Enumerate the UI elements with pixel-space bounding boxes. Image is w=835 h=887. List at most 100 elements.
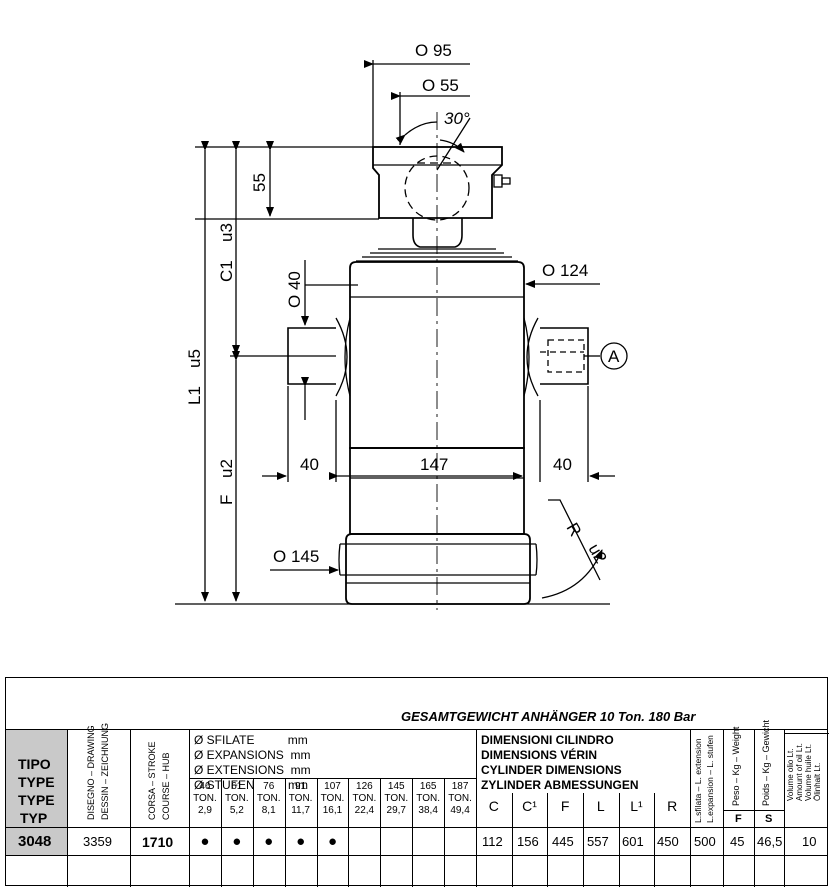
- dim-col-4: L¹: [630, 798, 643, 814]
- dim-col-5: R: [667, 798, 678, 814]
- dim-147: 147: [420, 455, 448, 474]
- diameter-w: 16,1: [322, 805, 343, 816]
- dim-o95: O 95: [415, 41, 452, 60]
- drawing-header-2: DESSIN – ZEICHNUNG: [100, 722, 110, 820]
- drawing-value: 3359: [83, 834, 112, 849]
- stroke-header-1: CORSA – STROKE: [147, 741, 157, 820]
- dim-o55: O 55: [422, 76, 459, 95]
- dim-f: F: [217, 495, 236, 505]
- value-l: 557: [587, 834, 609, 849]
- tipo-value-cell: [6, 828, 67, 855]
- table-title: GESAMTGEWICHT ANHÄNGER 10 Ton. 180 Bar: [401, 709, 696, 724]
- tipo-header-cell: [6, 730, 67, 827]
- diameter-ton: TON.: [256, 793, 281, 804]
- diameter-dot: ●: [327, 833, 338, 850]
- dim-u5: u5: [185, 349, 204, 368]
- callout-a: A: [608, 347, 620, 366]
- dim-angle: 30°: [444, 109, 470, 128]
- tipo-value: 3048: [18, 833, 52, 850]
- diameter-d: 126: [356, 781, 373, 792]
- extension-header-1: L.sfilata – L. extension: [693, 738, 703, 823]
- cylinder-technical-drawing: O 95 O 55 30° 55 C1 u3 O 40 O 124 L1 u5 …: [175, 41, 628, 610]
- diameter-w: 38,4: [418, 805, 438, 816]
- diameter-ton: TON.: [448, 793, 472, 804]
- diameter-d: 145: [387, 781, 405, 792]
- diameter-d: 107: [324, 781, 341, 792]
- diameter-dot: ●: [232, 833, 242, 850]
- sfilate-header-3: Ø EXTENSIONS mm: [194, 763, 311, 777]
- diameter-dot: ●: [296, 833, 306, 850]
- dim-u2-left: u2: [217, 459, 236, 478]
- dims-header-2: DIMENSIONS VÉRIN: [481, 748, 598, 762]
- tipo-label-4: TYP: [20, 810, 48, 826]
- dim-col-1: C¹: [522, 798, 537, 814]
- dims-header-3: CYLINDER DIMENSIONS: [481, 763, 622, 777]
- diameter-ton: TON.: [384, 793, 409, 804]
- cylinder-body: [349, 261, 525, 449]
- diameter-d: 165: [419, 781, 437, 792]
- diameter-ton: TON.: [352, 793, 377, 804]
- dim-40-left: 40: [300, 455, 319, 474]
- diameter-w: 8,1: [261, 805, 276, 816]
- value-f: 445: [552, 834, 574, 849]
- diameter-w: 11,7: [291, 805, 310, 816]
- dim-o40: O 40: [285, 271, 304, 308]
- value-c: 112: [482, 834, 503, 849]
- diameter-d: 91: [295, 781, 307, 792]
- dim-l1: L1: [185, 386, 204, 405]
- dim-u2-right: u2: [585, 541, 611, 567]
- value-l1: 601: [622, 834, 644, 849]
- diameter-ton: TON.: [320, 793, 345, 804]
- oil-header-3: Volume huile Lt.: [804, 744, 813, 801]
- spec-table: GESAMTGEWICHT ANHÄNGER 10 Ton. 180 Bar T…: [5, 677, 829, 887]
- dim-55: 55: [250, 173, 269, 192]
- value-weight-f: 45: [730, 834, 745, 849]
- diameter-dot: ●: [200, 833, 210, 850]
- diameter-ton: TON.: [416, 793, 441, 804]
- sfilate-header-4: Ø STUFEN mm: [194, 778, 308, 792]
- oil-header-4: Ölinhalt Lt.: [813, 762, 822, 801]
- diameter-w: 2,9: [197, 805, 212, 816]
- dim-u3: u3: [217, 223, 236, 242]
- sfilate-header-1: Ø SFILATE mm: [194, 733, 308, 747]
- value-r: 450: [657, 834, 679, 849]
- dim-o145: O 145: [273, 547, 319, 566]
- diameter-d: 46: [199, 781, 211, 792]
- drawing-header-1: DISEGNO – DRAWING: [86, 725, 96, 820]
- dims-header-4: ZYLINDER ABMESSUNGEN: [481, 778, 639, 792]
- diameter-w: 29,7: [386, 805, 406, 816]
- value-extension: 500: [694, 834, 716, 849]
- dim-40-right: 40: [553, 455, 572, 474]
- tipo-label-1: TIPO: [18, 756, 51, 772]
- oil-header-1: Volume olio Lt.: [786, 748, 795, 801]
- weight-header-s: Poids – Kg – Gewicht: [761, 719, 771, 806]
- right-trunnion: [540, 327, 589, 385]
- weight-sub-s: S: [765, 813, 773, 825]
- diameter-w: 5,2: [229, 805, 244, 816]
- top-mount-block: [372, 146, 503, 219]
- diameter-ton: TON.: [193, 793, 217, 804]
- diameter-d: 76: [263, 781, 275, 792]
- weight-sub-f: F: [735, 813, 742, 825]
- diameter-ton: TON.: [288, 793, 313, 804]
- stroke-value: 1710: [142, 834, 174, 850]
- dims-header-1: DIMENSIONI CILINDRO: [481, 733, 614, 747]
- value-weight-s: 46,5: [757, 834, 783, 849]
- weight-header-f: Peso – Kg – Weight: [731, 726, 741, 806]
- diameter-d: 187: [451, 781, 469, 792]
- value-c1: 156: [517, 834, 539, 849]
- stroke-header-2: COURSE – HUB: [161, 752, 171, 820]
- cylinder-base: [345, 533, 531, 605]
- dim-col-2: F: [560, 798, 570, 814]
- dim-col-3: L: [596, 798, 605, 814]
- diameter-dot: ●: [264, 833, 274, 850]
- oil-header-2: Amount of oil Lt.: [795, 743, 804, 801]
- dim-o124: O 124: [542, 261, 588, 280]
- tipo-label-2: TYPE: [18, 774, 55, 790]
- extension-header-2: L.expansion – L. stufen: [705, 735, 715, 823]
- dim-c1: C1: [217, 260, 236, 282]
- diameter-w: 49,4: [450, 805, 470, 816]
- diameter-w: 22,4: [354, 805, 375, 816]
- diameter-d: 61: [231, 781, 243, 792]
- value-oil: 10: [802, 834, 817, 849]
